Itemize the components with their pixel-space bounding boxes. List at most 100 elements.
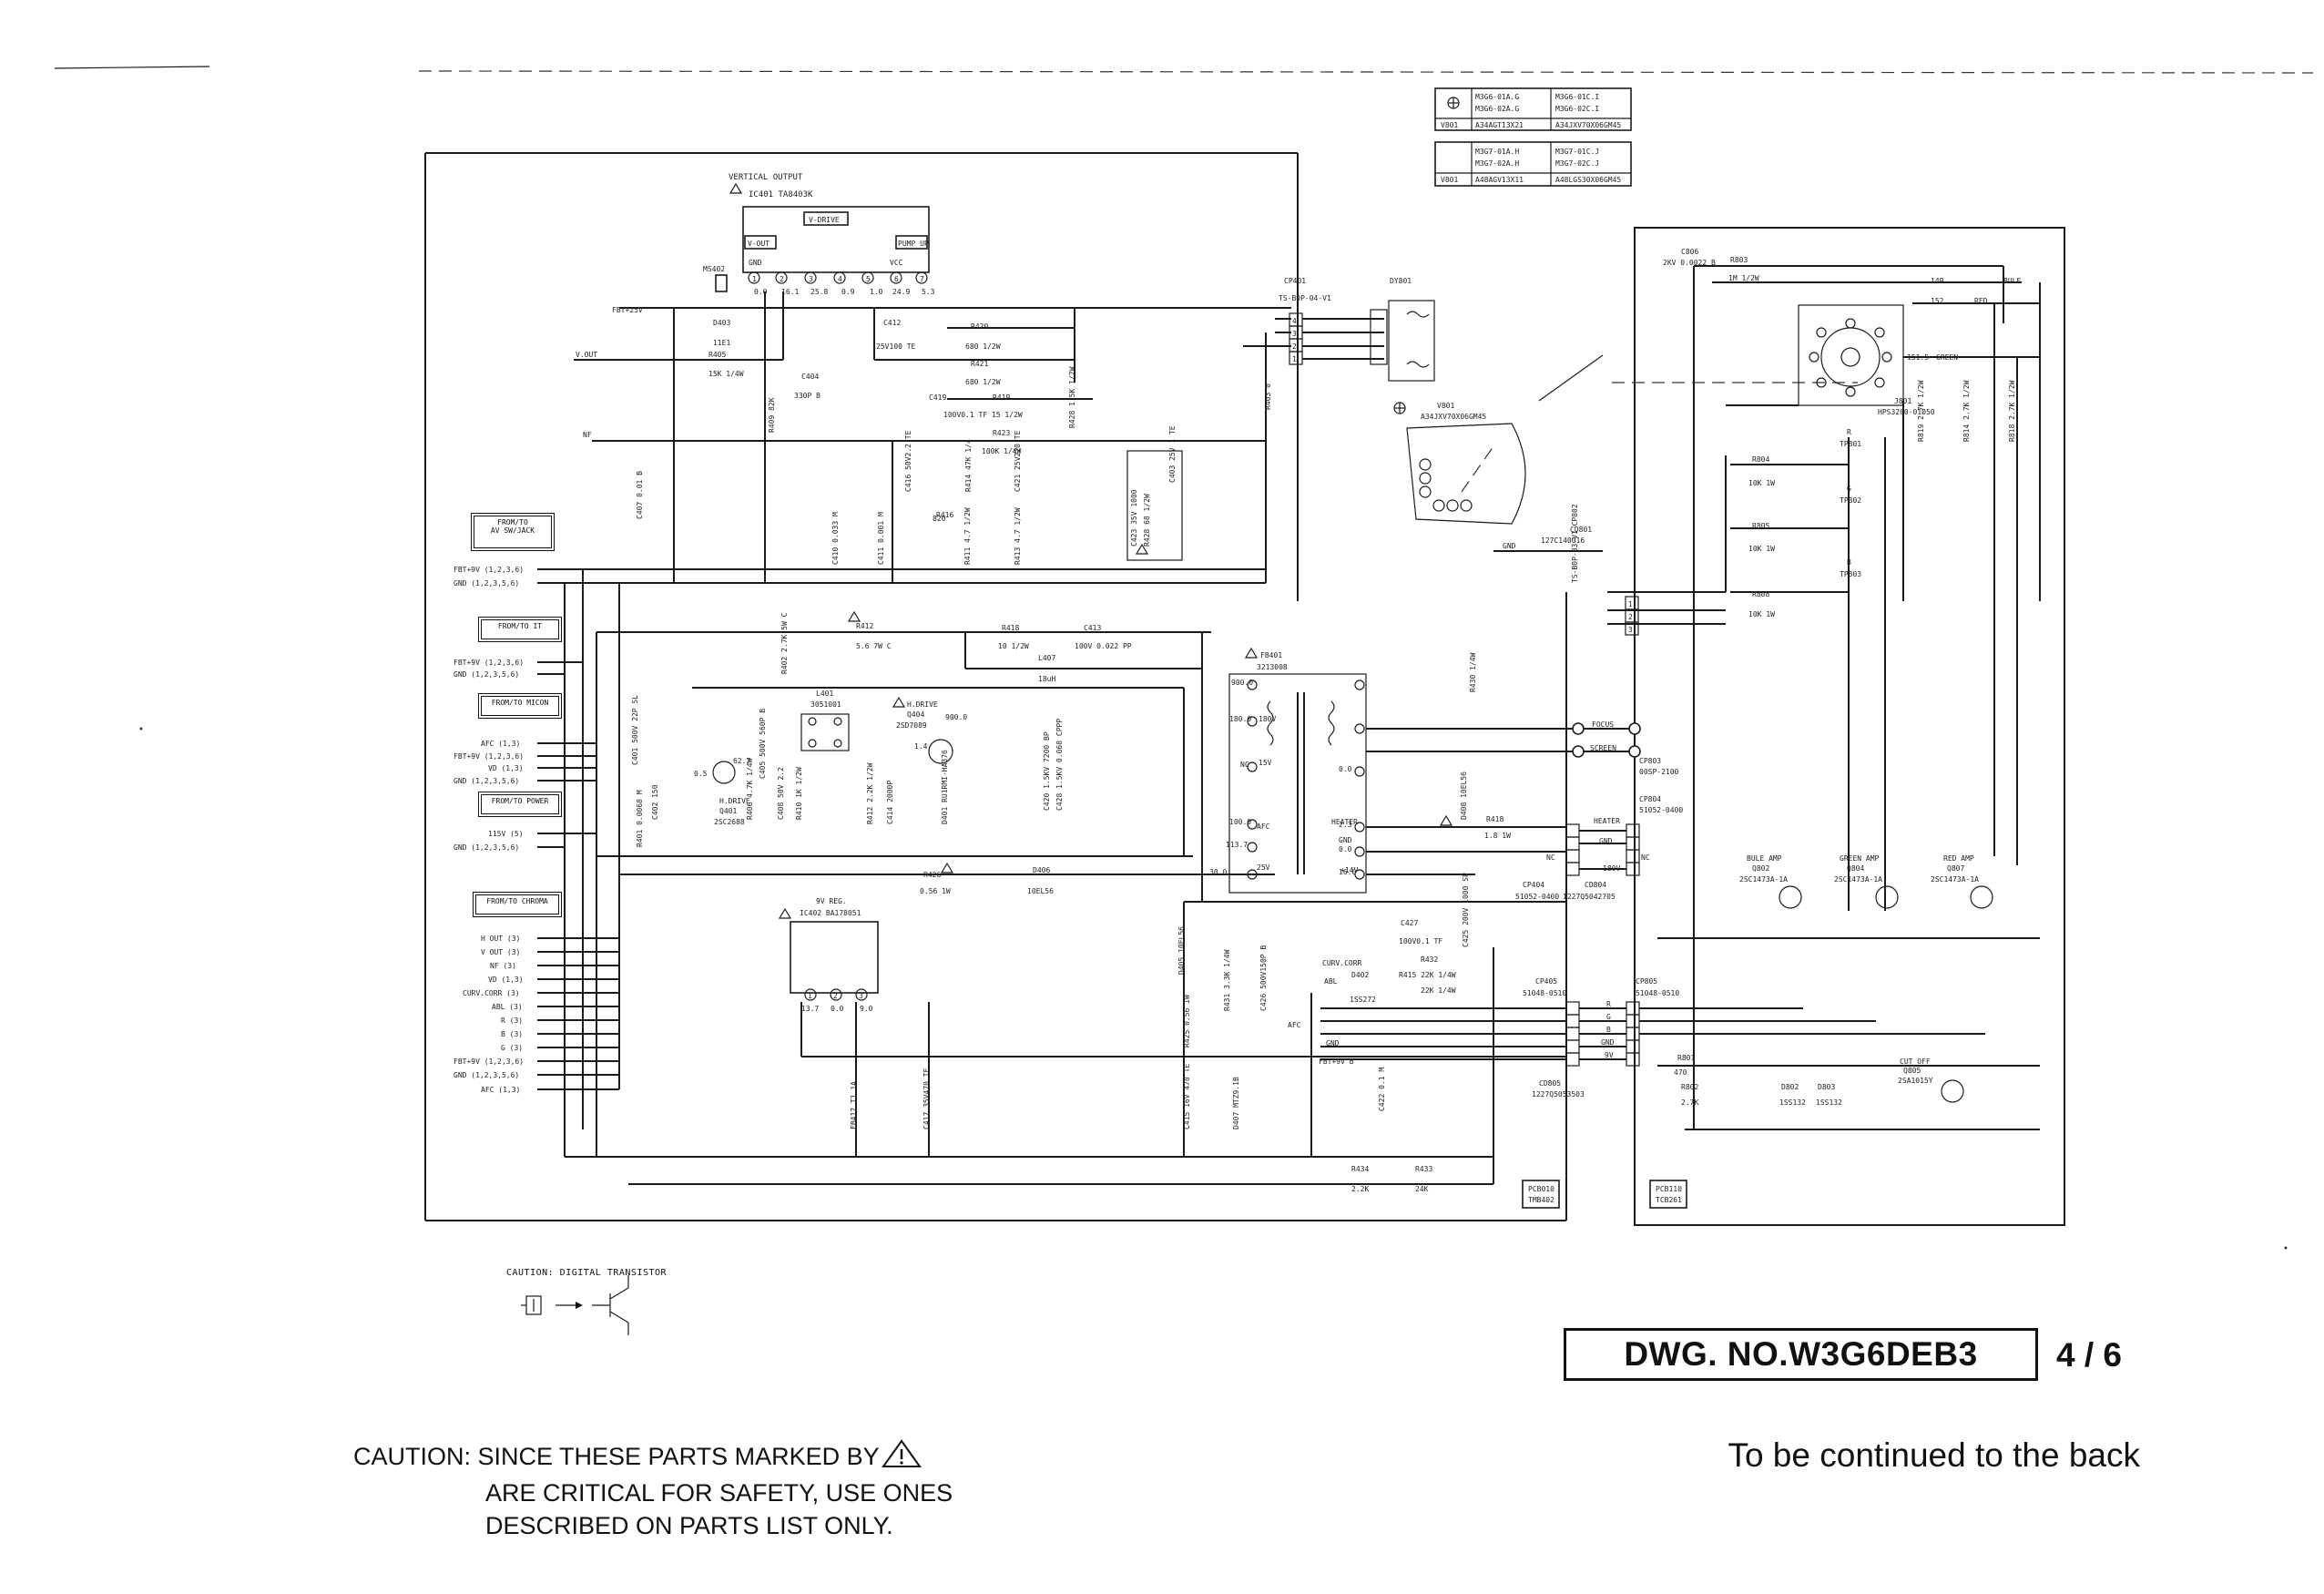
svg-text:RED: RED xyxy=(1974,297,1988,305)
from-to-it-box: FROM/TO IT xyxy=(478,617,562,642)
svg-text:0.0: 0.0 xyxy=(1339,765,1352,773)
svg-text:BULE: BULE xyxy=(2003,277,2021,285)
svg-text:R416: R416 xyxy=(936,511,953,519)
svg-text:TP801: TP801 xyxy=(1840,440,1861,448)
v801-crt: V801 A34JXV70X06GM45 xyxy=(1393,354,1858,525)
svg-text:R (3): R (3) xyxy=(501,1017,523,1025)
left-bus-labels: FBT+9V (1,2,3,6) GND (1,2,3,5,6) FBT+9V … xyxy=(454,566,524,1094)
lower-section-labels: CURV.CORR ABL AFC GND FBT+9V B D402 1SS2… xyxy=(850,652,1511,1193)
svg-text:900.0: 900.0 xyxy=(1231,679,1253,687)
svg-text:G (3): G (3) xyxy=(501,1044,523,1052)
svg-text:2SD7089: 2SD7089 xyxy=(896,721,927,730)
svg-text:C402 150: C402 150 xyxy=(651,784,659,820)
svg-text:10K 1W: 10K 1W xyxy=(1748,479,1775,487)
svg-text:115V (5): 115V (5) xyxy=(488,830,524,838)
svg-text:3213008: 3213008 xyxy=(1257,663,1288,671)
svg-text:0.9: 0.9 xyxy=(841,288,855,296)
svg-text:D406: D406 xyxy=(1033,866,1050,874)
svg-text:FB417 T1 1A: FB417 T1 1A xyxy=(850,1081,858,1129)
svg-text:GND (1,2,3,5,6): GND (1,2,3,5,6) xyxy=(454,1071,519,1079)
vertical-section-labels: FBT+25V V.OUT NF D403 11E1 R405 15K 1/4W… xyxy=(576,277,1331,565)
svg-text:GND: GND xyxy=(1599,837,1613,845)
svg-text:PCB110: PCB110 xyxy=(1656,1185,1682,1193)
svg-text:R406 4.7K 1/4W: R406 4.7K 1/4W xyxy=(746,758,754,820)
svg-text:CP405: CP405 xyxy=(1535,977,1557,986)
svg-text:R426: R426 xyxy=(923,871,941,879)
svg-text:100V0.1 TF 15 1/2W: 100V0.1 TF 15 1/2W xyxy=(943,411,1023,419)
svg-text:CD801: CD801 xyxy=(1570,526,1592,534)
svg-text:R418: R418 xyxy=(1002,624,1019,632)
svg-text:R432: R432 xyxy=(1421,955,1438,964)
vertical-section-wiring xyxy=(574,291,1291,584)
svg-text:1M 1/2W: 1M 1/2W xyxy=(1728,274,1759,282)
svg-text:100.0: 100.0 xyxy=(1229,818,1251,826)
svg-text:3: 3 xyxy=(1628,626,1633,634)
svg-text:R425 0.56 1W: R425 0.56 1W xyxy=(1183,995,1191,1047)
svg-text:6: 6 xyxy=(894,275,899,283)
svg-text:D405 10EL56: D405 10EL56 xyxy=(1177,926,1186,975)
svg-text:R420: R420 xyxy=(971,322,988,331)
svg-text:R419: R419 xyxy=(993,393,1010,402)
svg-text:R403 0: R403 0 xyxy=(1264,383,1272,410)
focus-screen-connectors: FOCUS SCREEN CP803 00SP-2100 CP804 51052… xyxy=(1366,720,1683,901)
svg-text:1: 1 xyxy=(752,275,757,283)
digital-transistor-caption: CAUTION: DIGITAL TRANSISTOR xyxy=(506,1268,668,1278)
top-border xyxy=(418,70,2314,74)
svg-text:25V100 TE: 25V100 TE xyxy=(876,342,916,351)
svg-text:15K 1/4W: 15K 1/4W xyxy=(708,370,744,378)
svg-text:R413 4.7 1/2W: R413 4.7 1/2W xyxy=(1014,507,1022,565)
svg-text:100V0.1 TF: 100V0.1 TF xyxy=(1399,937,1442,945)
svg-text:680 1/2W: 680 1/2W xyxy=(965,378,1001,386)
svg-text:C403 25V 1 TE: C403 25V 1 TE xyxy=(1168,425,1177,483)
svg-text:GREEN: GREEN xyxy=(1936,353,1958,362)
svg-text:H.DRIVE: H.DRIVE xyxy=(907,700,938,709)
caution-line-1: CAUTION: SINCE THESE PARTS MARKED BY xyxy=(353,1443,880,1470)
svg-text:CURV.CORR: CURV.CORR xyxy=(1322,959,1362,967)
svg-text:TCB261: TCB261 xyxy=(1656,1196,1682,1204)
page-number: 4 / 6 xyxy=(2056,1336,2122,1374)
svg-text:ABL (3): ABL (3) xyxy=(492,1003,523,1011)
svg-text:R434: R434 xyxy=(1351,1165,1369,1173)
svg-text:1.8 1W: 1.8 1W xyxy=(1484,832,1511,840)
svg-text:C412: C412 xyxy=(883,319,901,327)
from-to-chroma-label: FROM/TO CHROMA xyxy=(486,897,548,905)
svg-text:FBT+9V (1,2,3,6): FBT+9V (1,2,3,6) xyxy=(454,659,524,667)
svg-text:AFC: AFC xyxy=(1257,823,1270,831)
svg-text:152: 152 xyxy=(1931,297,1944,305)
rgb-connectors: CP405 51048-0510 CP805 51048-0510 R G B … xyxy=(1522,977,1687,1209)
svg-text:GREEN AMP: GREEN AMP xyxy=(1840,854,1880,863)
svg-text:Q804: Q804 xyxy=(1847,864,1864,873)
svg-text:R401 0.0068 M: R401 0.0068 M xyxy=(636,790,644,847)
svg-text:10K 1W: 10K 1W xyxy=(1748,545,1775,553)
fb401-transformer: FB401 3213008 900.0 180.0 NC 100.0 113.7… xyxy=(1209,647,1566,894)
svg-text:51048-0510: 51048-0510 xyxy=(1636,989,1679,997)
svg-text:M3G6-02A.G: M3G6-02A.G xyxy=(1475,105,1519,113)
svg-text:Q404: Q404 xyxy=(907,710,924,719)
svg-text:R410 1K 1/2W: R410 1K 1/2W xyxy=(795,767,803,820)
from-to-av-label: FROM/TO AV SW/JACK xyxy=(490,518,535,535)
svg-text:AFC: AFC xyxy=(1288,1021,1301,1029)
svg-text:11E1: 11E1 xyxy=(713,339,730,347)
svg-text:M3G7-02A.H: M3G7-02A.H xyxy=(1475,159,1519,168)
svg-text:1: 1 xyxy=(1628,600,1633,608)
svg-text:4: 4 xyxy=(838,275,842,283)
svg-text:9V: 9V xyxy=(1605,1051,1614,1059)
svg-text:G: G xyxy=(1606,1013,1611,1021)
caution-line-2: ARE CRITICAL FOR SAFETY, USE ONES xyxy=(485,1479,953,1507)
svg-text:VCC: VCC xyxy=(890,259,903,267)
svg-text:GND (1,2,3,5,6): GND (1,2,3,5,6) xyxy=(454,843,519,852)
svg-text:100K 1/4W: 100K 1/4W xyxy=(982,447,1022,455)
svg-text:GND (1,2,3,5,6): GND (1,2,3,5,6) xyxy=(454,670,519,679)
svg-text:2KV 0.0022 B: 2KV 0.0022 B xyxy=(1663,259,1716,267)
svg-text:Q401: Q401 xyxy=(719,807,737,815)
svg-text:C421 25V220 TE: C421 25V220 TE xyxy=(1014,430,1022,492)
rgb-amplifiers: BULE AMP Q802 2SC1473A-1A GREEN AMP Q804… xyxy=(1639,854,2040,1130)
svg-text:2SC1473A-1A: 2SC1473A-1A xyxy=(1739,875,1788,884)
svg-text:2SA1015Y: 2SA1015Y xyxy=(1898,1077,1933,1085)
svg-text:C425 200V 1000 SP: C425 200V 1000 SP xyxy=(1462,873,1470,947)
svg-text:FBT+25V: FBT+25V xyxy=(612,306,643,314)
svg-text:MS402: MS402 xyxy=(703,265,725,273)
svg-text:R431 3.3K 1/4W: R431 3.3K 1/4W xyxy=(1223,949,1231,1011)
svg-text:R423: R423 xyxy=(993,429,1010,437)
svg-text:Q802: Q802 xyxy=(1752,864,1769,873)
